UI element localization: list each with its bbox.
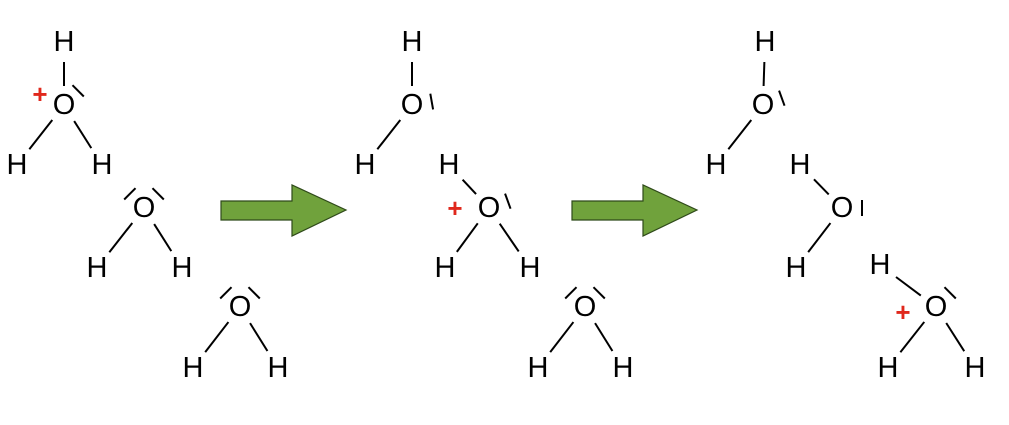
- lone-pair-bar: [429, 93, 435, 110]
- o-h-bond: [249, 322, 269, 352]
- water-molecule: OH H: [706, 26, 786, 181]
- lone-pair-bar: [71, 84, 85, 98]
- o-h-bond: [762, 61, 766, 87]
- hydrogen-atom: H: [355, 149, 376, 181]
- positive-charge: +: [447, 193, 462, 223]
- hydronium-ion: OH H H +: [435, 149, 541, 284]
- water-molecule: OH H: [528, 286, 634, 384]
- o-h-bond: [549, 321, 575, 353]
- hydrogen-atom: H: [268, 352, 289, 384]
- lone-pair-bar: [123, 187, 137, 201]
- hydrogen-atom: H: [92, 149, 113, 181]
- hydrogen-atom: H: [790, 149, 811, 181]
- o-h-bond: [376, 119, 402, 150]
- oxygen-atom: O: [574, 291, 597, 323]
- arrow-shape: [220, 184, 348, 237]
- o-h-bond: [461, 178, 477, 195]
- o-h-bond: [498, 223, 520, 253]
- o-h-bond: [204, 321, 230, 353]
- hydrogen-atom: H: [528, 352, 549, 384]
- hydrogen-atom: H: [878, 352, 899, 384]
- positive-charge: +: [895, 297, 910, 327]
- o-h-bond: [727, 119, 753, 150]
- o-h-bond: [895, 276, 922, 297]
- hydrogen-atom: H: [87, 252, 108, 284]
- lone-pair-bar: [219, 286, 233, 300]
- lone-pair-bar: [504, 193, 512, 210]
- lone-pair-bar: [247, 286, 261, 300]
- hydrogen-atom: H: [870, 249, 891, 281]
- o-h-bond: [153, 223, 173, 252]
- hydrogen-atom: H: [613, 352, 634, 384]
- reaction-arrow-2: [571, 184, 699, 237]
- o-h-bond: [108, 222, 134, 253]
- oxygen-atom: O: [53, 89, 76, 121]
- oxygen-atom: O: [133, 192, 156, 224]
- oxygen-atom: O: [831, 192, 854, 224]
- o-h-bond: [456, 222, 479, 253]
- water-molecule: OH H: [786, 149, 863, 284]
- hydrogen-atom: H: [706, 149, 727, 181]
- o-h-bond: [594, 322, 614, 352]
- oxygen-atom: O: [478, 192, 501, 224]
- oxygen-atom: O: [752, 89, 775, 121]
- hydrogen-atom: H: [54, 26, 75, 58]
- oxygen-atom: O: [925, 291, 948, 323]
- arrow-shape: [571, 184, 699, 237]
- positive-charge: +: [32, 79, 47, 109]
- water-molecule: OH H: [355, 26, 435, 181]
- lone-pair-bar: [592, 286, 606, 300]
- hydrogen-atom: H: [183, 352, 204, 384]
- o-h-bond: [945, 322, 966, 352]
- hydrogen-atom: H: [965, 352, 986, 384]
- hydrogen-atom: H: [402, 26, 423, 58]
- o-h-bond: [813, 178, 830, 196]
- hydrogen-atom: H: [172, 252, 193, 284]
- hydrogen-atom: H: [439, 149, 460, 181]
- water-molecule: OH H: [183, 286, 289, 384]
- lone-pair-bar: [778, 90, 786, 107]
- hydrogen-atom: H: [7, 149, 28, 181]
- oxygen-atom: O: [401, 89, 424, 121]
- o-h-bond: [899, 321, 926, 353]
- hydrogen-atom: H: [435, 252, 456, 284]
- lone-pair-bar: [151, 187, 165, 201]
- reaction-arrow-1: [220, 184, 348, 237]
- oxygen-atom: O: [229, 291, 252, 323]
- water-molecule: OH H: [87, 187, 193, 284]
- o-h-bond: [28, 119, 54, 150]
- hydrogen-atom: H: [520, 252, 541, 284]
- hydrogen-atom: H: [755, 26, 776, 58]
- lone-pair-bar: [564, 286, 578, 300]
- hydrogen-atom: H: [786, 252, 807, 284]
- o-h-bond: [807, 222, 832, 253]
- o-h-bond: [73, 120, 93, 149]
- lone-pair-bar: [943, 286, 957, 300]
